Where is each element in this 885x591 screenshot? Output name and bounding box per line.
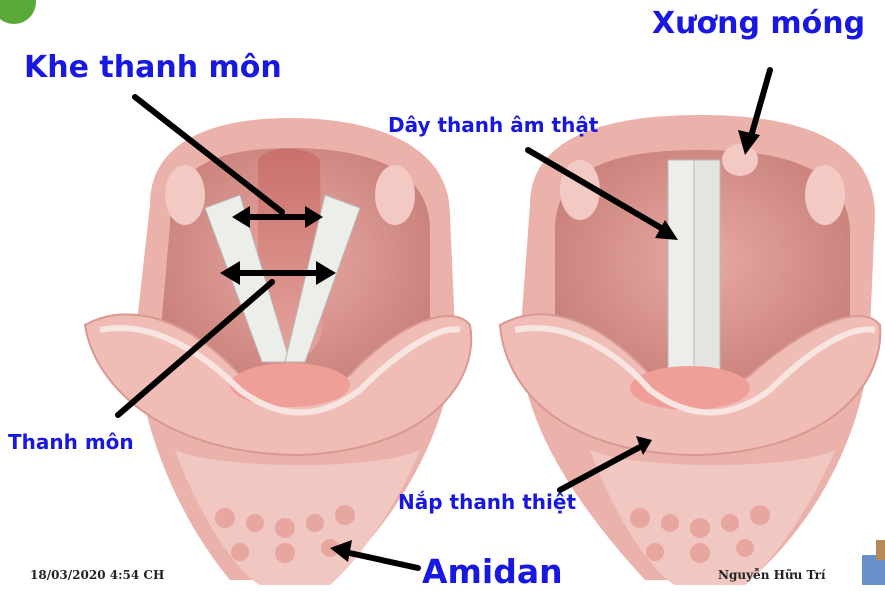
label-khe-thanh-mon: Khe thanh môn	[24, 50, 282, 85]
footer-author: Nguyễn Hữu Trí	[718, 568, 826, 582]
label-xuong-mong: Xương móng	[652, 6, 865, 41]
right-vocal-cord-right	[694, 160, 720, 375]
footer-date: 18/03/2020 4:54 CH	[30, 568, 164, 582]
left-larynx	[85, 118, 471, 585]
label-thanh-mon: Thanh môn	[8, 430, 134, 454]
label-day-thanh-am-that: Dây thanh âm thật	[388, 113, 598, 137]
label-nap-thanh-thiet: Nắp thanh thiệt	[398, 490, 576, 514]
corner-logo-icon	[0, 0, 36, 24]
label-amidan: Amidan	[422, 552, 563, 591]
right-larynx	[500, 115, 880, 585]
right-vocal-cord-left	[668, 160, 694, 375]
arrow-amidan	[345, 552, 418, 568]
